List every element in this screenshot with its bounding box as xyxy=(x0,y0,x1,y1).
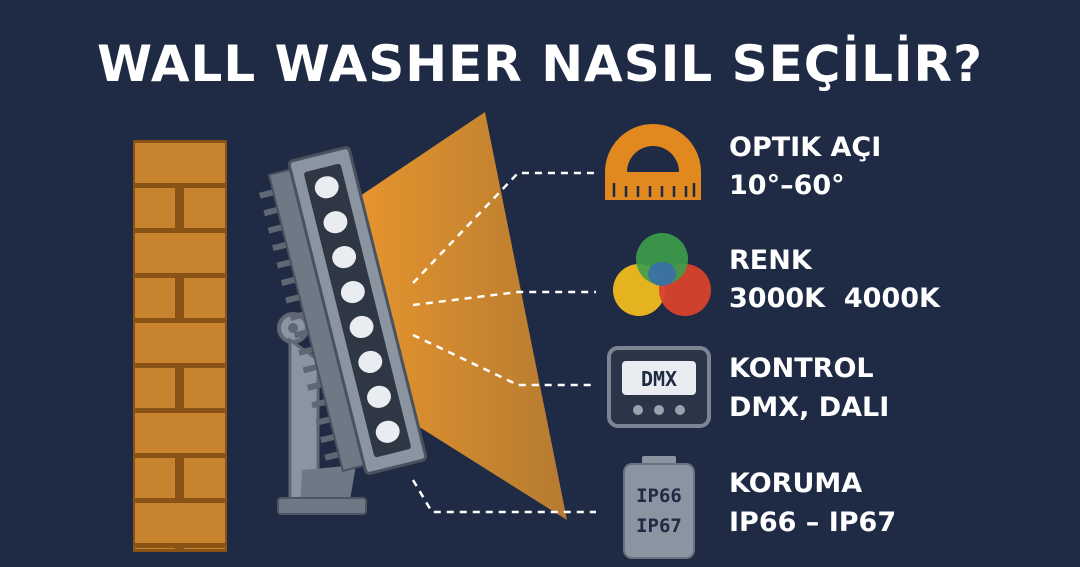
brick xyxy=(184,458,225,498)
koruma-heading: KORUMA xyxy=(729,468,863,499)
led-lens xyxy=(323,211,348,234)
led-lens xyxy=(358,350,383,373)
optik-value: 10°–60° xyxy=(729,170,845,201)
brick xyxy=(135,413,225,453)
kontrol-value: DMX, DALI xyxy=(729,392,890,423)
controller-display-text: DMX xyxy=(641,367,677,391)
ip67-badge-text: IP67 xyxy=(636,515,682,537)
brick xyxy=(135,368,175,408)
brick xyxy=(184,368,225,408)
brick xyxy=(184,188,225,228)
led-lens xyxy=(314,176,339,199)
brick-wall xyxy=(133,140,227,552)
page-title: WALL WASHER NASIL SEÇİLİR? xyxy=(96,35,984,93)
brick xyxy=(135,278,175,318)
battery-icon: IP66 IP67 xyxy=(623,456,695,559)
fixture-stand xyxy=(277,312,367,515)
led-lens xyxy=(332,246,357,269)
color-circles-icon xyxy=(613,233,711,316)
brick xyxy=(184,278,225,318)
led-lens xyxy=(367,385,391,408)
brick xyxy=(135,503,225,543)
brick xyxy=(135,323,225,363)
leader-line-koruma xyxy=(411,479,596,514)
led-lens xyxy=(375,420,400,443)
renk-value: 3000K 4000K xyxy=(729,283,940,314)
brick xyxy=(135,188,175,228)
brick xyxy=(184,548,225,549)
leader-lines xyxy=(411,171,596,514)
koruma-value: IP66 – IP67 xyxy=(729,507,897,538)
protractor-icon xyxy=(605,124,701,200)
optik-heading: OPTIK AÇI xyxy=(729,132,882,163)
wall-washer-fixture xyxy=(259,146,428,475)
led-lens xyxy=(349,315,374,339)
controller-icon: DMX xyxy=(607,346,711,428)
brick xyxy=(135,233,225,273)
leader-line-renk xyxy=(412,290,596,307)
brick xyxy=(135,458,175,498)
led-lens xyxy=(340,280,365,304)
brick xyxy=(135,548,175,549)
kontrol-heading: KONTROL xyxy=(729,353,874,384)
ip66-badge-text: IP66 xyxy=(636,485,682,507)
renk-heading: RENK xyxy=(729,245,812,276)
brick xyxy=(135,143,225,183)
